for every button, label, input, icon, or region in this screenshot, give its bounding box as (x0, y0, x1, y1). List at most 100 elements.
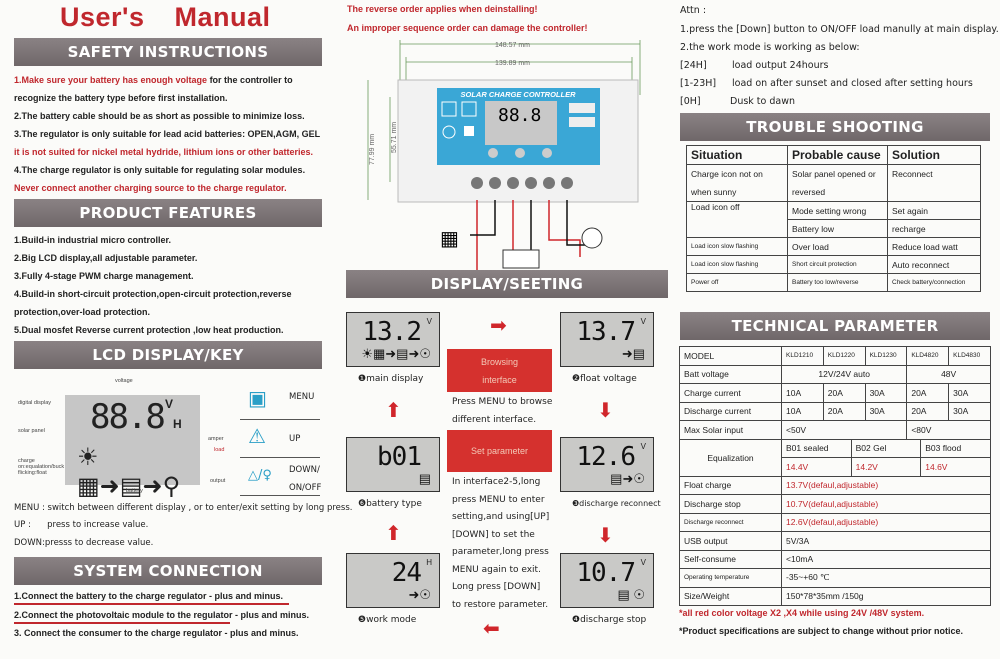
safety-line: 2.The battery cable should be as short a… (14, 111, 305, 121)
spec-label: MODEL (679, 346, 782, 366)
step-number: ❶ (358, 374, 367, 384)
browse-text-2: different interface. (452, 414, 537, 425)
screen-label: ❶main display (358, 374, 423, 384)
spec-label: Discharge stop (679, 494, 782, 514)
mode-desc: load on after sunset and closed after se… (732, 78, 973, 89)
set-parameter-text: to restore parameter. (452, 599, 549, 610)
table-cell: Load icon off (686, 201, 788, 238)
screen-status-icons: ➜▤ (621, 346, 645, 361)
feature-line: 1.Build-in industrial micro controller. (14, 235, 172, 245)
screen-unit: V (640, 442, 646, 451)
arrow-up-icon: ⬆ (385, 400, 402, 422)
spec-label: Batt voltage (679, 364, 782, 384)
safety-text: 3.The regulator is only suitable for lea… (14, 129, 321, 139)
up-key-label: UP (289, 434, 301, 444)
column-header: Solution (887, 145, 981, 165)
spec-row: Self-consume<10mA (679, 549, 991, 569)
table-cell: Battery low (787, 219, 888, 238)
lcd-unit-h: H (173, 417, 182, 431)
mode-code: [1-23H] (680, 78, 717, 89)
screen-status-icons: ▤ (418, 471, 431, 486)
table-cell: Battery too low/reverse (787, 273, 888, 292)
spec-note: *Product specifications are subject to c… (679, 626, 964, 636)
arrow-left-icon: ⬅ (483, 618, 500, 640)
screen-label: ❺work mode (358, 615, 416, 625)
safety-warning-text: 1.Make sure your battery has enough volt… (14, 75, 208, 85)
table-cell: Over load (787, 237, 888, 256)
table-cell: Charge icon not on when sunny (686, 164, 788, 202)
menu-icon: ▣ (248, 386, 267, 410)
feature-line: 5.Dual mosfet Reverse current protection… (14, 325, 284, 335)
safety-line: 3.The regulator is only suitable for lea… (14, 129, 320, 139)
lcd-unit-v: V (165, 397, 174, 411)
attn-line-1: 1.press the [Down] button to ON/OFF load… (680, 24, 999, 35)
trouble-heading: TROUBLE SHOOTING (680, 113, 990, 141)
connection-step-1: 1.Connect the battery to the charge regu… (14, 591, 289, 605)
spec-row: Max Solar input<50V<80V (679, 420, 991, 440)
spec-label: Equalization (679, 438, 782, 477)
screen-label: ❻battery type (358, 499, 422, 509)
browse-text: Press MENU to browse (452, 397, 553, 407)
step-label: discharge stop (580, 615, 647, 625)
step-number: ❺ (358, 615, 367, 625)
spec-value: -35~+60 ℃ (781, 568, 991, 588)
warning-reverse: The reverse order applies when deinstall… (347, 4, 538, 14)
screen-status-icons: ➜☉ (408, 587, 431, 602)
table-cell: Reconnect (887, 164, 981, 202)
table-cell: Load icon slow flashing (686, 255, 788, 274)
safety-warning-text: Never connect another charging source to… (14, 183, 287, 193)
set-parameter-text: setting,and using[UP] (452, 512, 550, 522)
mode-desc: Dusk to dawn (730, 96, 796, 107)
lcd-diagram: 88.8 V H ☀▦➜▤➜⚲ (65, 395, 200, 500)
spec-value: 10A (781, 401, 824, 421)
table-cell: Reduce load watt (887, 237, 981, 256)
table-cell: Load icon slow flashing (686, 237, 788, 256)
spec-value: 20A (906, 401, 950, 421)
browsing-label-2: interface (482, 375, 517, 385)
spec-value: <80V (906, 420, 991, 440)
screen-label: ❷float voltage (572, 374, 637, 384)
screen-digits: b01 (377, 442, 422, 472)
set-parameter-text: MENU again to exit. (452, 564, 541, 575)
spec-heading: TECHNICAL PARAMETER (680, 312, 990, 340)
arrow-right-icon: ➡ (490, 315, 507, 337)
spec-value: 20A (822, 383, 866, 403)
warning-sequence: An improper sequence order can damage th… (347, 23, 588, 33)
step-label: float voltage (580, 374, 637, 384)
mode-code: [24H] (680, 60, 707, 71)
up-key[interactable]: ⚠UP (240, 420, 320, 458)
screen-digits: 13.2 (362, 317, 422, 347)
menu-key-label: MENU (289, 392, 315, 402)
safety-text: recognize the battery type before first … (14, 93, 228, 103)
screen-unit: V (640, 317, 646, 326)
screen-unit: V (426, 317, 432, 326)
table-cell: Mode setting wrong (787, 201, 888, 220)
safety-heading: SAFETY INSTRUCTIONS (14, 38, 322, 66)
screen-unit: V (640, 558, 646, 567)
column-header: Situation (686, 145, 788, 165)
step-number: ❷ (572, 374, 581, 384)
set-parameter-text: press MENU to enter (452, 494, 545, 505)
callout-load: load (214, 447, 225, 453)
down-desc: DOWN:presss to decrease value. (14, 538, 154, 548)
down-key[interactable]: △/♀DOWN/ON/OFF (240, 458, 321, 496)
spec-value: 12.6V(defaul,adjustable) (781, 512, 991, 532)
arrow-down-icon: ⬇ (597, 525, 614, 547)
menu-key[interactable]: ▣ MENU (240, 384, 320, 420)
controller-diagram: 148.57 mm 139.89 mm 77.99 mm 55.71 mm SO… (367, 40, 641, 270)
safety-warning-text: it is not suited for nickel metal hydrid… (14, 147, 314, 157)
column-header: Probable cause (787, 145, 888, 165)
spec-value: KLD1230 (864, 346, 908, 366)
